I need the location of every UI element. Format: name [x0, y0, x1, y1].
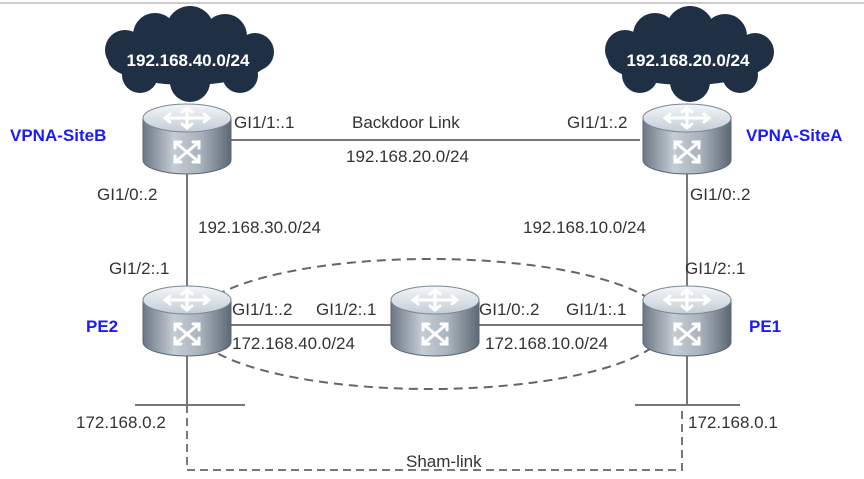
siteb-cloud-shape [105, 6, 274, 102]
device-label-sitea: VPNA-SiteA [746, 126, 842, 145]
sham-link-path [186, 405, 683, 471]
pe2-gi11-label: GI1/1:.2 [232, 300, 292, 319]
sitea-cloud-shape [605, 6, 774, 102]
backdoor-link-name: Backdoor Link [352, 113, 460, 132]
router-icon [641, 102, 733, 176]
pe2-loopback-address: 172.168.0.2 [76, 413, 166, 432]
links-layer [135, 139, 740, 406]
p-pe1-network: 172.168.10.0/24 [485, 334, 608, 353]
siteb-pe2-network: 192.168.30.0/24 [198, 218, 321, 237]
sham-link-label: Sham-link [406, 452, 482, 471]
router-icon [141, 102, 233, 176]
router-icon [141, 284, 233, 358]
pe1-loopback-address: 172.168.0.1 [688, 413, 778, 432]
sitea-cloud-network-label: 192.168.20.0/24 [627, 51, 750, 70]
pe2-p-network: 172.168.40.0/24 [232, 334, 355, 353]
device-label-pe1: PE1 [749, 317, 781, 336]
pe1-gi12-label: GI1/2:.1 [685, 259, 745, 278]
cloud-icon: 192.168.20.0/24 [605, 6, 774, 102]
p-gi12-label: GI1/2:.1 [316, 300, 376, 319]
backdoor-link-network: 192.168.20.0/24 [346, 147, 469, 166]
pe2-gi12-label: GI1/2:.1 [109, 259, 169, 278]
device-label-pe2: PE2 [86, 317, 118, 336]
router-icon [389, 284, 481, 358]
siteb-gi11-label: GI1/1:.1 [234, 113, 294, 132]
sitea-pe1-network: 192.168.10.0/24 [523, 218, 646, 237]
p-gi10-label: GI1/0:.2 [479, 300, 539, 319]
pe1-gi11-label: GI1/1:.1 [566, 300, 626, 319]
router-icon [641, 284, 733, 358]
sitea-gi11-label: GI1/1:.2 [567, 113, 627, 132]
cloud-icon: 192.168.40.0/24 [105, 6, 274, 102]
siteb-gi10-label: GI1/0:.2 [97, 185, 157, 204]
device-label-siteb: VPNA-SiteB [10, 126, 106, 145]
siteb-cloud-network-label: 192.168.40.0/24 [127, 51, 250, 70]
sitea-gi10-label: GI1/0:.2 [690, 185, 750, 204]
